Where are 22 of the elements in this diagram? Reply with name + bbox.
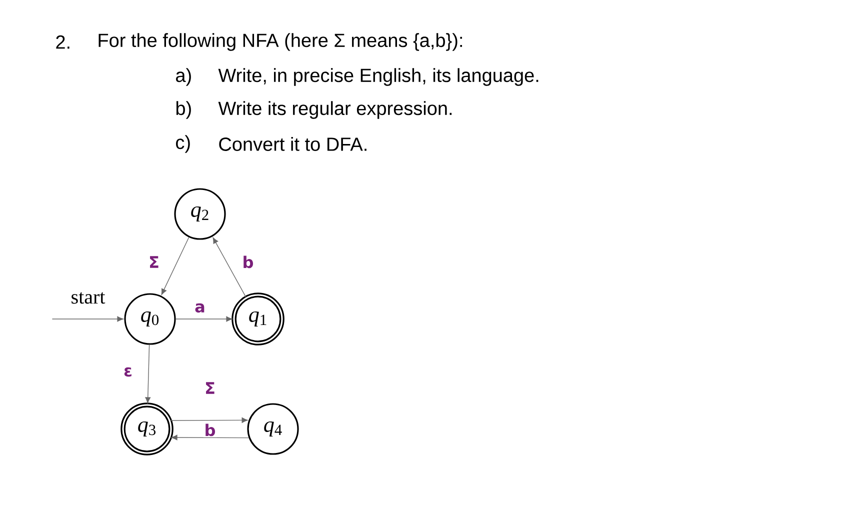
- edge-label: b: [203, 422, 217, 438]
- arrow: [175, 316, 232, 322]
- arrow: [145, 344, 151, 404]
- edge-label: b: [241, 254, 255, 270]
- list-marker: b): [176, 101, 191, 119]
- arrow: [171, 434, 250, 440]
- arrow: [52, 316, 124, 322]
- question-text: Write, in precise English, its language.: [218, 68, 538, 86]
- edge-label: ε: [122, 366, 134, 378]
- list-marker: a): [176, 68, 191, 86]
- question-text: Convert it to DFA.: [219, 137, 366, 151]
- arrow: [212, 237, 246, 298]
- question-text: For the following NFA (here Σ means {a,b}):: [98, 33, 462, 51]
- edge-label: Σ: [204, 381, 216, 395]
- arrow: [170, 418, 248, 423]
- question-text: Write its regular expression.: [218, 101, 452, 119]
- edge-label: Σ: [148, 255, 160, 269]
- arrow: [161, 236, 190, 295]
- list-marker: c): [176, 135, 190, 153]
- edge-label: a: [194, 302, 206, 314]
- list-marker: 2.: [56, 35, 70, 49]
- start-label: start: [70, 291, 106, 305]
